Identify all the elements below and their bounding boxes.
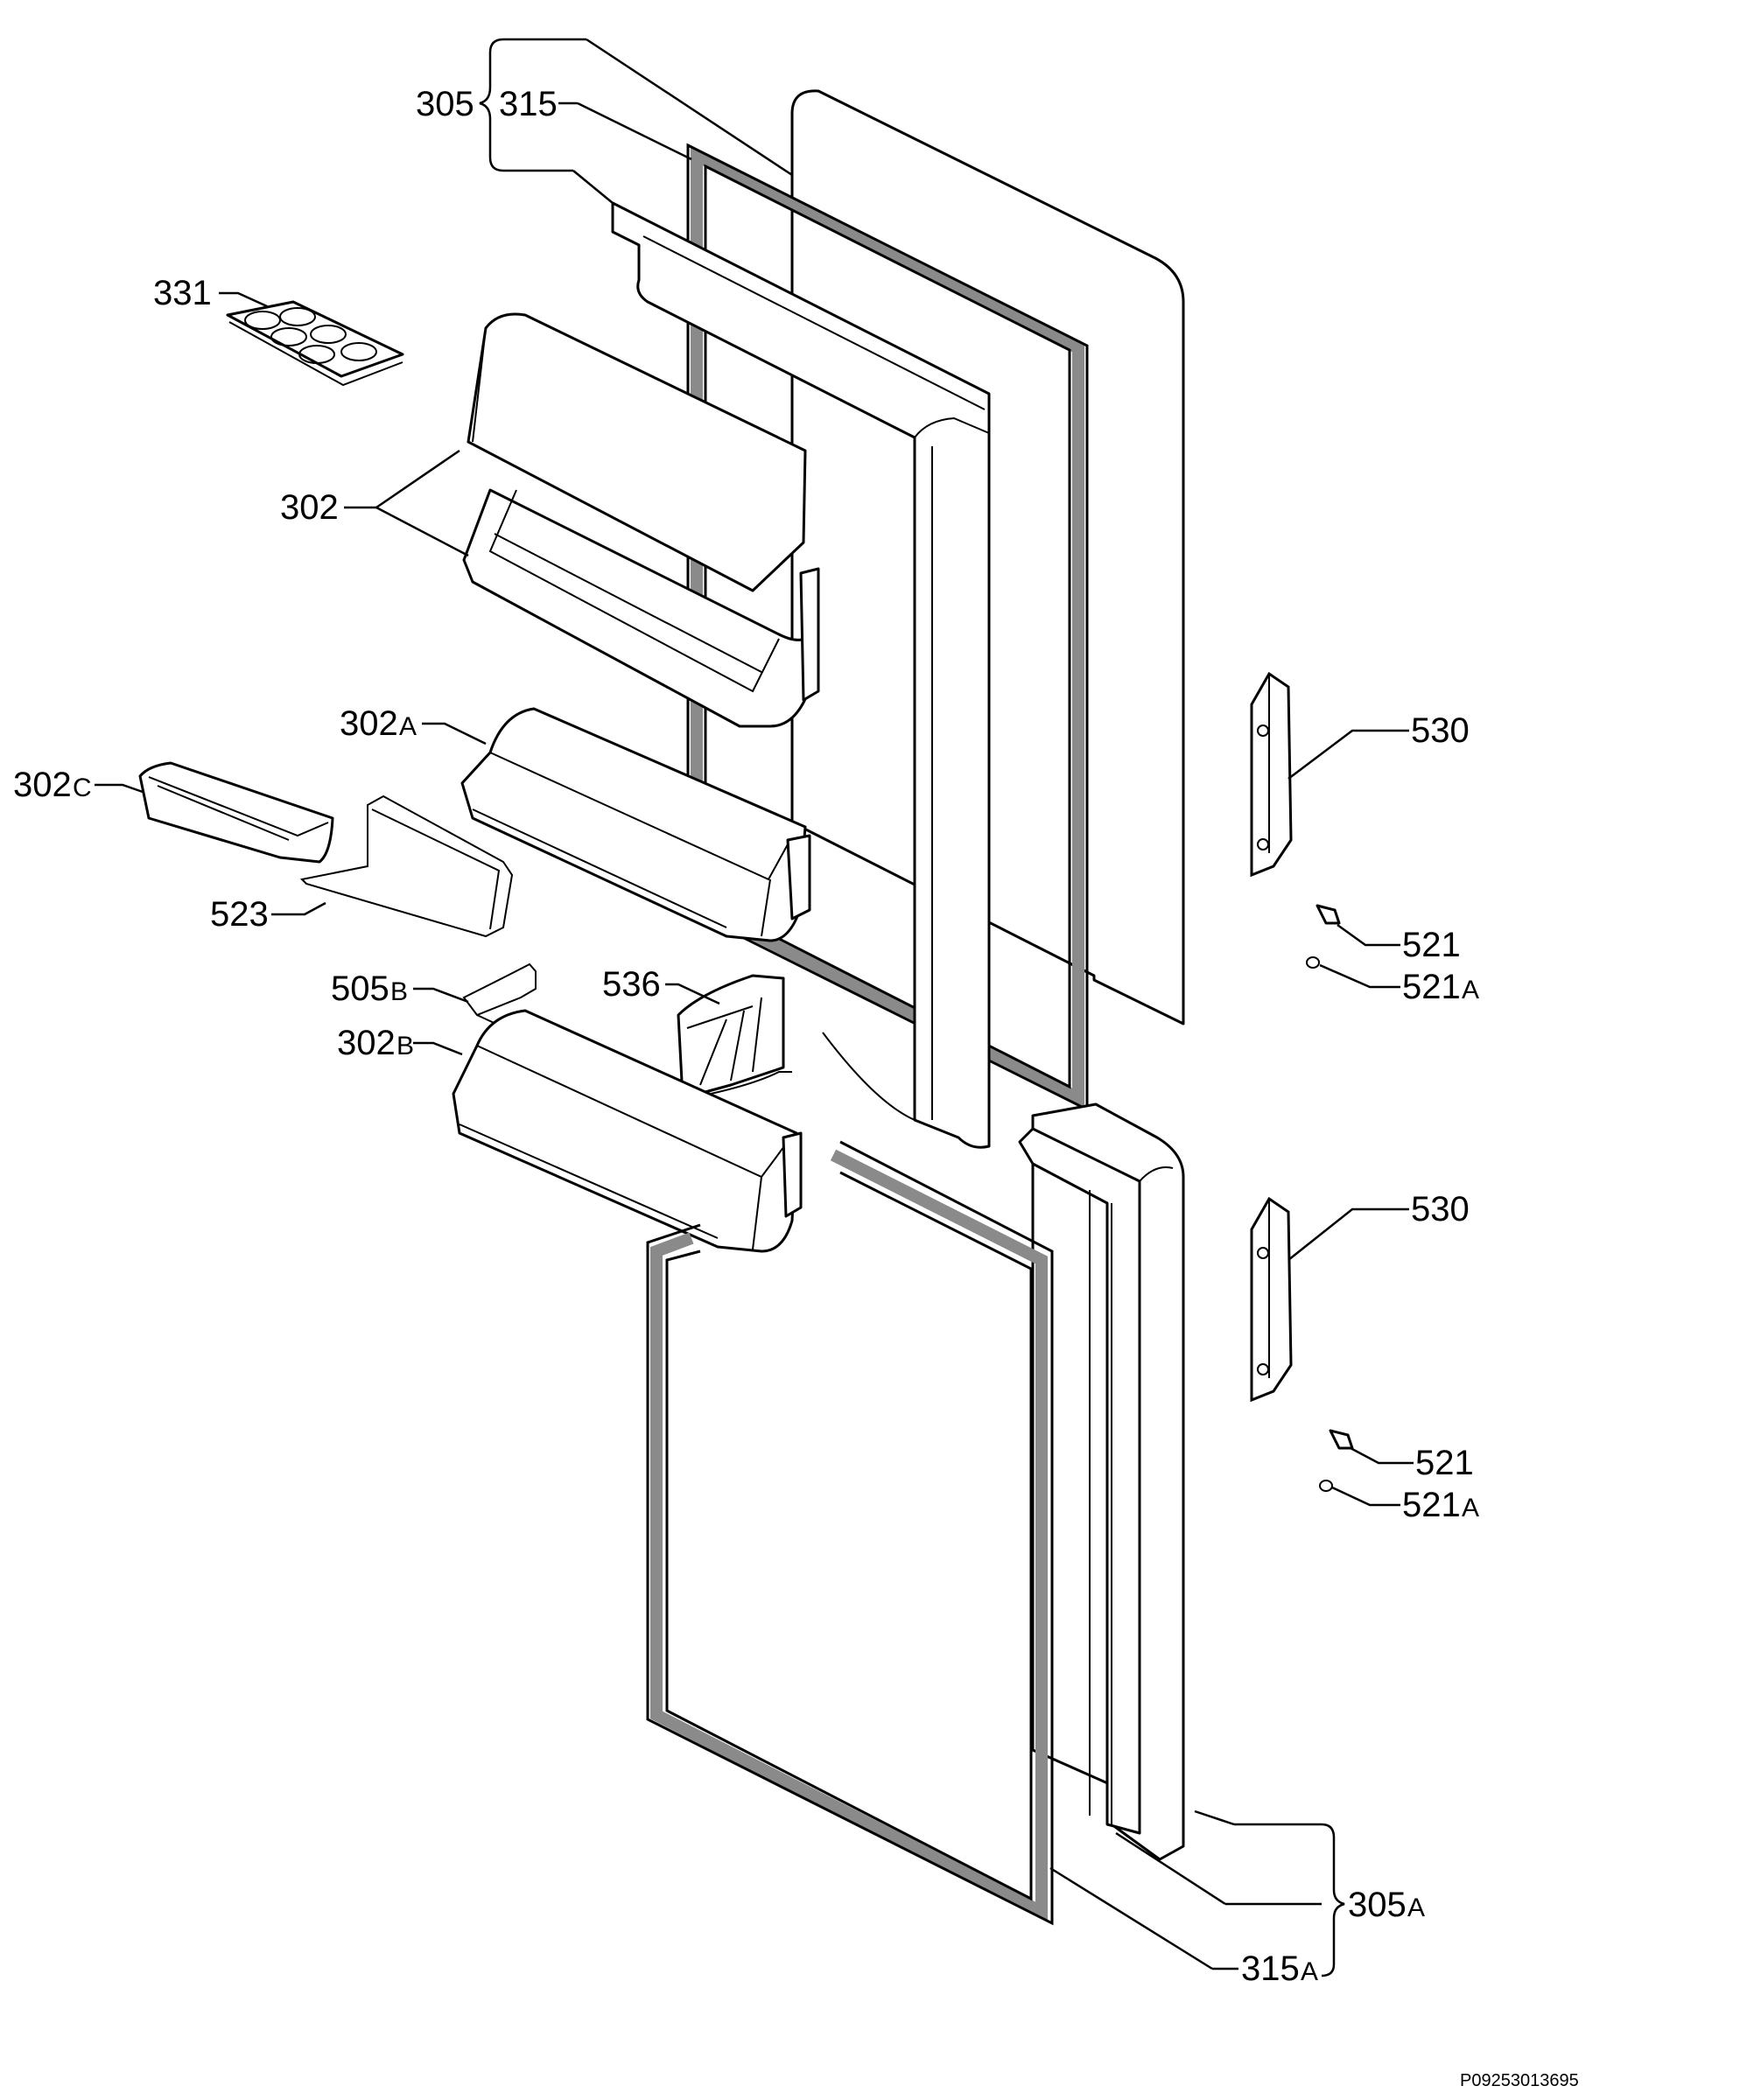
- upper-screw-521: [1316, 904, 1341, 925]
- egg-tray: [226, 300, 404, 387]
- svg-text:521: 521: [1402, 968, 1461, 1006]
- leader-lines: [95, 38, 1414, 1978]
- door-shelf-302a: [460, 707, 811, 942]
- dairy-compartment: [462, 312, 820, 728]
- callout-302: 302: [280, 488, 339, 527]
- upper-door-liner: [611, 201, 991, 1149]
- svg-text:302: 302: [337, 1024, 396, 1062]
- callout-521a-upper: 521 A: [1402, 968, 1479, 1006]
- svg-text:B: B: [390, 977, 408, 1006]
- svg-text:A: A: [1462, 976, 1479, 1004]
- bottle-divider-536: [677, 974, 785, 1100]
- svg-text:C: C: [73, 774, 92, 802]
- svg-text:A: A: [1301, 1957, 1318, 1986]
- upper-washer-521a: [1306, 956, 1320, 969]
- svg-text:302: 302: [340, 704, 398, 743]
- callout-521-lower: 521: [1415, 1444, 1474, 1482]
- callout-536: 536: [602, 965, 661, 1004]
- callout-labels: 305 315 331 302 302 A 302 C 523 505 B 53…: [13, 85, 1479, 1988]
- svg-text:505: 505: [331, 970, 389, 1008]
- svg-text:315: 315: [1241, 1950, 1300, 1988]
- lower-door-liner: [1018, 1127, 1141, 1835]
- callout-315: 315: [499, 85, 558, 123]
- svg-text:A: A: [1462, 1494, 1479, 1522]
- callout-521a-lower: 521 A: [1402, 1486, 1479, 1524]
- callout-305: 305: [416, 85, 474, 123]
- svg-text:521: 521: [1402, 1486, 1461, 1524]
- svg-text:302: 302: [13, 766, 72, 804]
- svg-text:B: B: [396, 1032, 414, 1060]
- small-shelf-302c: [138, 761, 334, 864]
- lower-hinge-530: [1250, 1196, 1293, 1403]
- lower-washer-521a: [1319, 1480, 1333, 1492]
- callout-521-upper: 521: [1402, 926, 1461, 964]
- callout-530-lower: 530: [1411, 1190, 1470, 1228]
- callout-302c: 302 C: [13, 766, 92, 804]
- drawing-reference-number: P09253013695: [1460, 2071, 1579, 2090]
- callout-331: 331: [153, 274, 212, 312]
- lower-screw-521: [1329, 1429, 1354, 1450]
- callout-305a: 305 A: [1348, 1886, 1425, 1924]
- wire-rail-523: [299, 794, 514, 938]
- callout-523: 523: [210, 895, 269, 934]
- callout-505b: 505 B: [331, 970, 408, 1008]
- upper-hinge-530: [1250, 671, 1293, 878]
- svg-text:305: 305: [1348, 1886, 1407, 1924]
- callout-302a: 302 A: [340, 704, 417, 743]
- callout-315a: 315 A: [1241, 1950, 1318, 1988]
- door-shelf-302b: [452, 1009, 803, 1253]
- svg-text:A: A: [399, 712, 417, 741]
- lower-door-gasket: [646, 1140, 1054, 1926]
- callout-530-upper: 530: [1411, 711, 1470, 750]
- callout-302b: 302 B: [337, 1024, 414, 1062]
- svg-text:A: A: [1407, 1894, 1425, 1922]
